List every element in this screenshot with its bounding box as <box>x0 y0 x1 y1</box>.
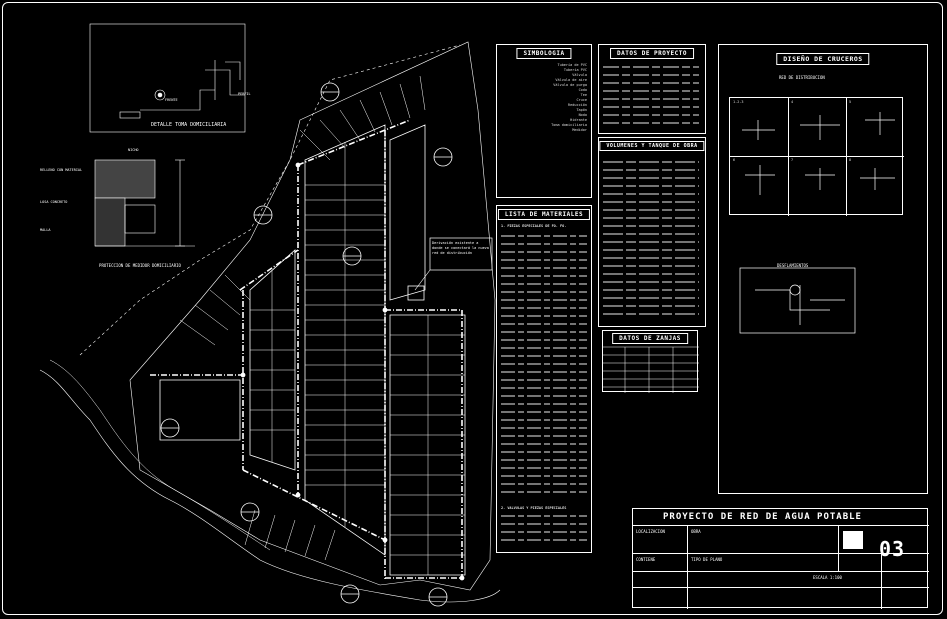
crucero-cell-label: 8 <box>849 158 852 162</box>
diseno-crucero-panel: DISEÑO DE CRUCEROS RED DE DISTRIBUCION 1… <box>718 44 928 494</box>
simbologia-item: Codo <box>578 88 587 92</box>
proteccion-label-3: LOSA CONCRETO <box>40 200 68 204</box>
tb-obra: OBRA <box>691 529 701 534</box>
tb-localizacion: LOCALIZACION <box>636 529 665 534</box>
lista-sub-1: 1. PIEZAS ESPECIALES DE FO. FO. <box>501 224 567 228</box>
simbologia-item: Cruce <box>576 98 587 102</box>
diseno-crucero-title: DISEÑO DE CRUCEROS <box>776 53 870 65</box>
simbologia-item: Tee <box>580 93 587 97</box>
tb-contiene: CONTIENE <box>636 557 656 562</box>
title-block-project: PROYECTO DE RED DE AGUA POTABLE <box>663 512 862 522</box>
tb-sheet-number: 03 <box>879 537 906 561</box>
lista-sub-2: 2. VALVULAS Y PIEZAS ESPECIALES <box>501 506 567 510</box>
simbologia-item: Válvula de aire <box>555 78 587 82</box>
lista-materiales-panel: LISTA DE MATERIALES 1. PIEZAS ESPECIALES… <box>496 205 592 553</box>
crucero-cell-label: 4 <box>791 100 794 104</box>
crucero-sub-2: DESFLAMIENTOS <box>777 263 809 268</box>
zanjas-panel: DATOS DE ZANJAS <box>602 330 699 393</box>
lista-materiales-title: LISTA DE MATERIALES <box>497 209 591 220</box>
proteccion-label-1: RELLENO CON MATERIAL <box>40 168 83 172</box>
zanjas-title: DATOS DE ZANJAS <box>612 333 688 344</box>
volumen-panel: VOLUMENES Y TANQUE DE OBRA <box>598 137 706 327</box>
detalle-perfil-label: PERFIL <box>238 92 251 96</box>
volumen-title: VOLUMENES Y TANQUE DE OBRA <box>599 141 705 151</box>
zanjas-grid <box>603 346 699 393</box>
plan-callout: Derivación existente a donde se conectar… <box>432 241 489 255</box>
simbologia-panel: SIMBOLOGIA Tubería de PVC Tubería PVC Vá… <box>496 44 592 198</box>
simbologia-item: Válvula <box>572 73 587 77</box>
simbologia-item: Válvula de purga <box>553 83 587 87</box>
simbologia-item: Nodo <box>578 113 587 117</box>
detalle-frente-label: FRENTE <box>165 98 178 102</box>
simbologia-item: Hidrante <box>570 118 587 122</box>
detalle-toma-title: DETALLE TOMA DOMICILIARIA <box>151 122 227 128</box>
proteccion-label-4: MALLA <box>40 228 51 232</box>
simbologia-item: Medidor <box>572 128 587 132</box>
tb-tipo-plano: TIPO DE PLANO <box>691 557 723 562</box>
proteccion-label-2: NICHO <box>128 148 139 152</box>
crucero-cell-label: 5 <box>849 100 852 104</box>
proteccion-title: PROTECCION DE MEDIDOR DOMICILIARIO <box>99 263 181 268</box>
simbologia-item: Tubería de PVC <box>557 63 587 67</box>
tb-escala: ESCALA 1:100 <box>813 575 842 580</box>
datos-rows-texture <box>603 66 699 124</box>
tb-logo <box>843 531 863 549</box>
volumen-rows-texture <box>603 161 699 315</box>
simbologia-item: Reducción <box>568 103 587 107</box>
title-block: PROYECTO DE RED DE AGUA POTABLE LOCALIZA… <box>632 508 929 609</box>
simbologia-title: SIMBOLOGIA <box>516 48 572 59</box>
simbologia-item: Tapón <box>576 108 587 112</box>
crucero-cell-label: 6 <box>733 158 736 162</box>
crucero-grid: 1-2-3 4 5 6 7 8 <box>729 97 904 216</box>
crucero-cell-label: 7 <box>791 158 794 162</box>
simbologia-item: Tubería PVC <box>563 68 587 72</box>
simbologia-item: Toma domiciliaria <box>551 123 587 127</box>
crucero-sub-1: RED DE DISTRIBUCION <box>779 75 825 80</box>
datos-proyecto-panel: DATOS DE PROYECTO <box>598 44 706 134</box>
datos-proyecto-title: DATOS DE PROYECTO <box>610 48 694 59</box>
crucero-cell-label: 1-2-3 <box>733 100 744 104</box>
lista-rows-texture <box>501 235 587 541</box>
